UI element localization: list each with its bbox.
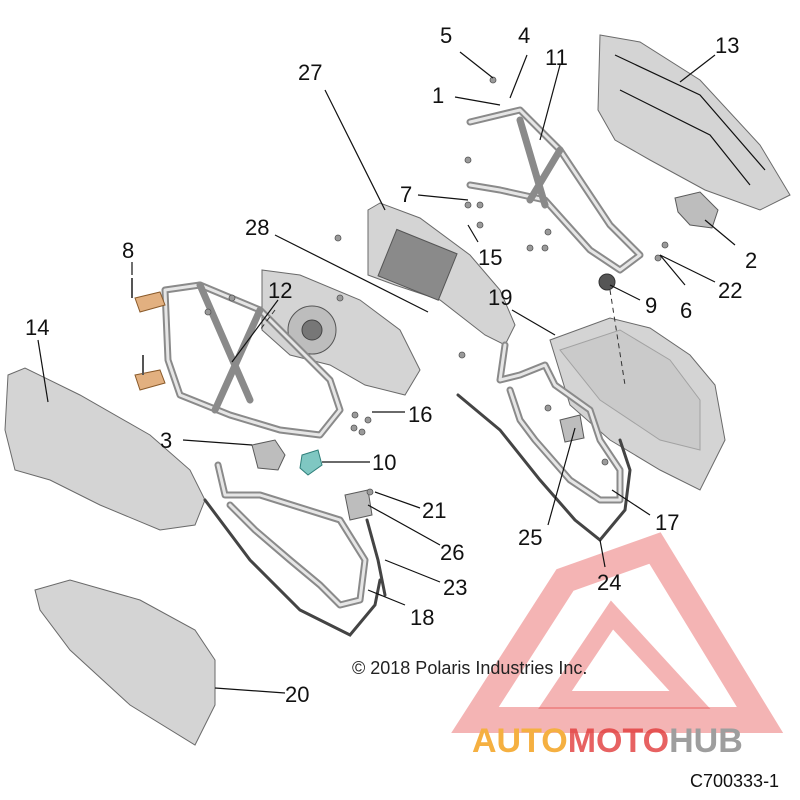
callout-27: 27	[298, 60, 322, 85]
callout-22: 22	[718, 278, 742, 303]
part-8-hinge-brackets	[131, 278, 166, 391]
part-3-latch	[251, 439, 286, 471]
callout-7: 7	[400, 182, 412, 207]
part-10-striker	[299, 449, 323, 476]
part-14-lower-door-panel	[4, 367, 206, 531]
part-27-speaker-grille	[377, 228, 458, 301]
callout-21: 21	[422, 498, 446, 523]
part-24-door-seal	[456, 393, 632, 543]
callout-11: 11	[545, 45, 568, 70]
callout-15: 15	[478, 245, 502, 270]
part-18-door-seal	[203, 498, 382, 637]
callout-17: 17	[655, 510, 679, 535]
callout-23: 23	[443, 575, 467, 600]
part-17-lower-door-frame	[496, 341, 624, 504]
callout-10: 10	[372, 450, 396, 475]
part-19-lower-door-panel	[549, 317, 726, 491]
callout-3: 3	[160, 428, 172, 453]
callout-5: 5	[440, 23, 452, 48]
watermark-brand-text: AUTOMOTOHUB	[472, 722, 743, 760]
callout-6: 6	[680, 298, 692, 323]
watermark-logo	[451, 532, 784, 733]
watermark-triangle	[451, 532, 784, 733]
part-12-middle-door-frame	[161, 269, 421, 439]
part-13-upper-door-panel	[597, 34, 791, 211]
watermark-brand-hub: HUB	[669, 722, 743, 760]
leader-lines	[37, 51, 736, 694]
callout-25: 25	[518, 525, 542, 550]
callout-labels: 1 2 3 4 5 6 7 8 9 10 11 12 13 14 15 16 1…	[25, 23, 757, 707]
copyright-notice: © 2018 Polaris Industries Inc.	[352, 658, 587, 678]
callout-13: 13	[715, 33, 739, 58]
part-25-bracket	[559, 414, 585, 443]
callout-8: 8	[122, 238, 134, 263]
callout-14: 14	[25, 315, 49, 340]
callout-1: 1	[432, 83, 444, 108]
part-18-lower-door-frame	[214, 461, 369, 609]
part-27-upper-inner-panel	[367, 202, 516, 346]
part-23-seal-strip	[365, 518, 387, 597]
callout-4: 4	[518, 23, 530, 48]
callout-9: 9	[645, 293, 657, 318]
watermark-triangle-inner	[538, 600, 711, 709]
callout-19: 19	[488, 285, 512, 310]
watermark-brand-moto: MOTO	[568, 722, 669, 760]
part-26-bracket	[344, 489, 373, 521]
fasteners	[204, 76, 669, 496]
callout-18: 18	[410, 605, 434, 630]
part-20-lower-door-insert	[34, 579, 216, 746]
callout-12: 12	[268, 278, 292, 303]
callout-24: 24	[597, 570, 621, 595]
part-9-knob	[598, 273, 616, 291]
drawing-code: C700333-1	[690, 771, 779, 791]
watermark-brand-auto: AUTO	[472, 722, 568, 760]
part-2-door-handle	[674, 191, 719, 229]
part-11-upper-door-frame	[466, 106, 644, 274]
callout-26: 26	[440, 540, 464, 565]
callout-2: 2	[745, 248, 757, 273]
callout-20: 20	[285, 682, 309, 707]
callout-28: 28	[245, 215, 269, 240]
callout-16: 16	[408, 402, 432, 427]
alignment-dashes	[259, 289, 626, 386]
